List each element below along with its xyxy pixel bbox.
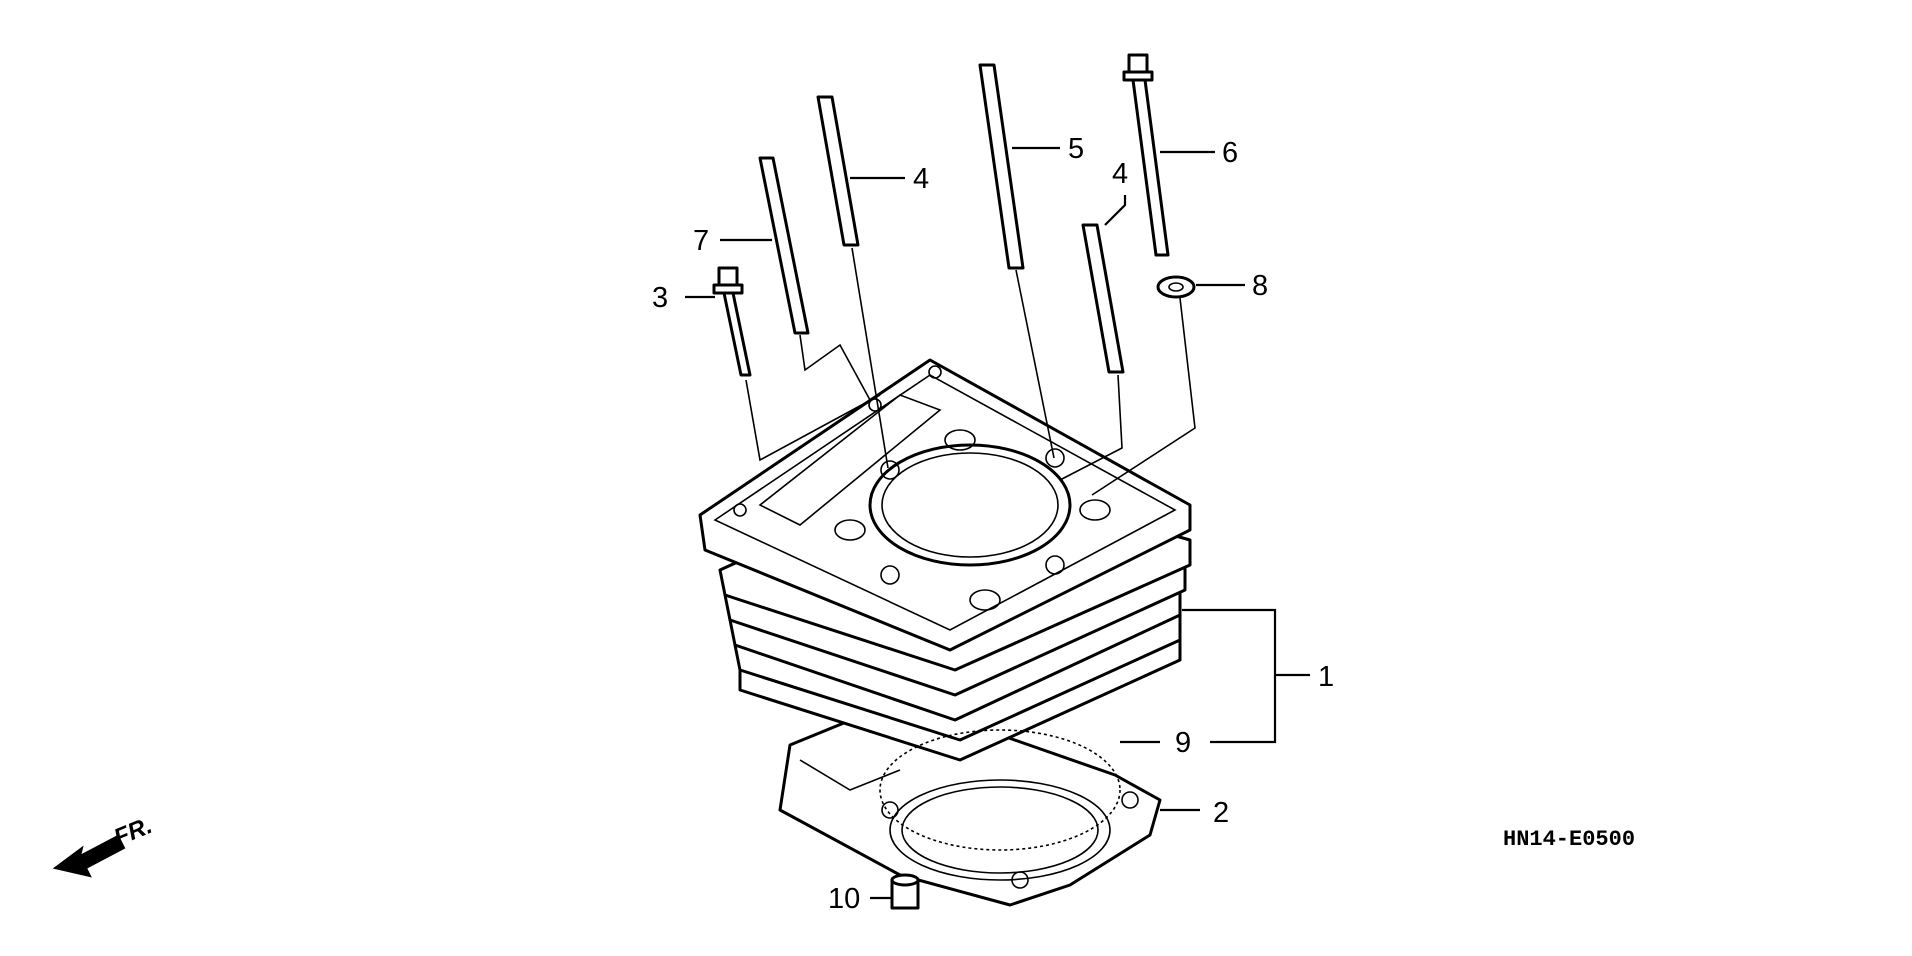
label-stud-bolt-c: 5 xyxy=(1068,133,1084,165)
dowel-pin xyxy=(890,873,920,910)
stud-bolt-6 xyxy=(1122,53,1170,257)
front-label: FR. xyxy=(110,812,156,852)
callout-labels: 1 2 3 4 4 5 6 7 8 9 10 xyxy=(652,133,1334,915)
label-o-ring: 9 xyxy=(1175,727,1191,759)
cylinder-block xyxy=(698,358,1192,762)
stud-bolt-5 xyxy=(978,63,1025,270)
diagram-code: HN14-E0500 xyxy=(1503,827,1635,852)
washer xyxy=(1156,275,1196,299)
label-dowel-pin: 10 xyxy=(828,883,860,915)
label-cylinder-gasket: 2 xyxy=(1213,797,1229,829)
o-ring xyxy=(879,729,1121,851)
label-cylinder: 1 xyxy=(1318,661,1334,693)
flange-bolt xyxy=(712,266,752,377)
label-stud-bolt-b: 4 xyxy=(1112,158,1128,190)
label-stud-bolt-a: 4 xyxy=(913,163,929,195)
label-stud-bolt-e: 7 xyxy=(693,225,709,257)
front-direction-indicator: FR. xyxy=(52,812,156,878)
cylinder-gasket xyxy=(778,698,1162,907)
alignment-lines xyxy=(745,247,1196,496)
leader-lines xyxy=(685,146,1310,900)
label-washer: 8 xyxy=(1252,270,1268,302)
stud-bolt-4-left xyxy=(816,95,860,247)
stud-bolt-4-right xyxy=(1081,223,1125,374)
stud-bolt-7 xyxy=(758,156,810,335)
label-stud-bolt-d: 6 xyxy=(1222,137,1238,169)
front-arrow-icon xyxy=(52,834,126,878)
label-flange-bolt: 3 xyxy=(652,282,668,314)
